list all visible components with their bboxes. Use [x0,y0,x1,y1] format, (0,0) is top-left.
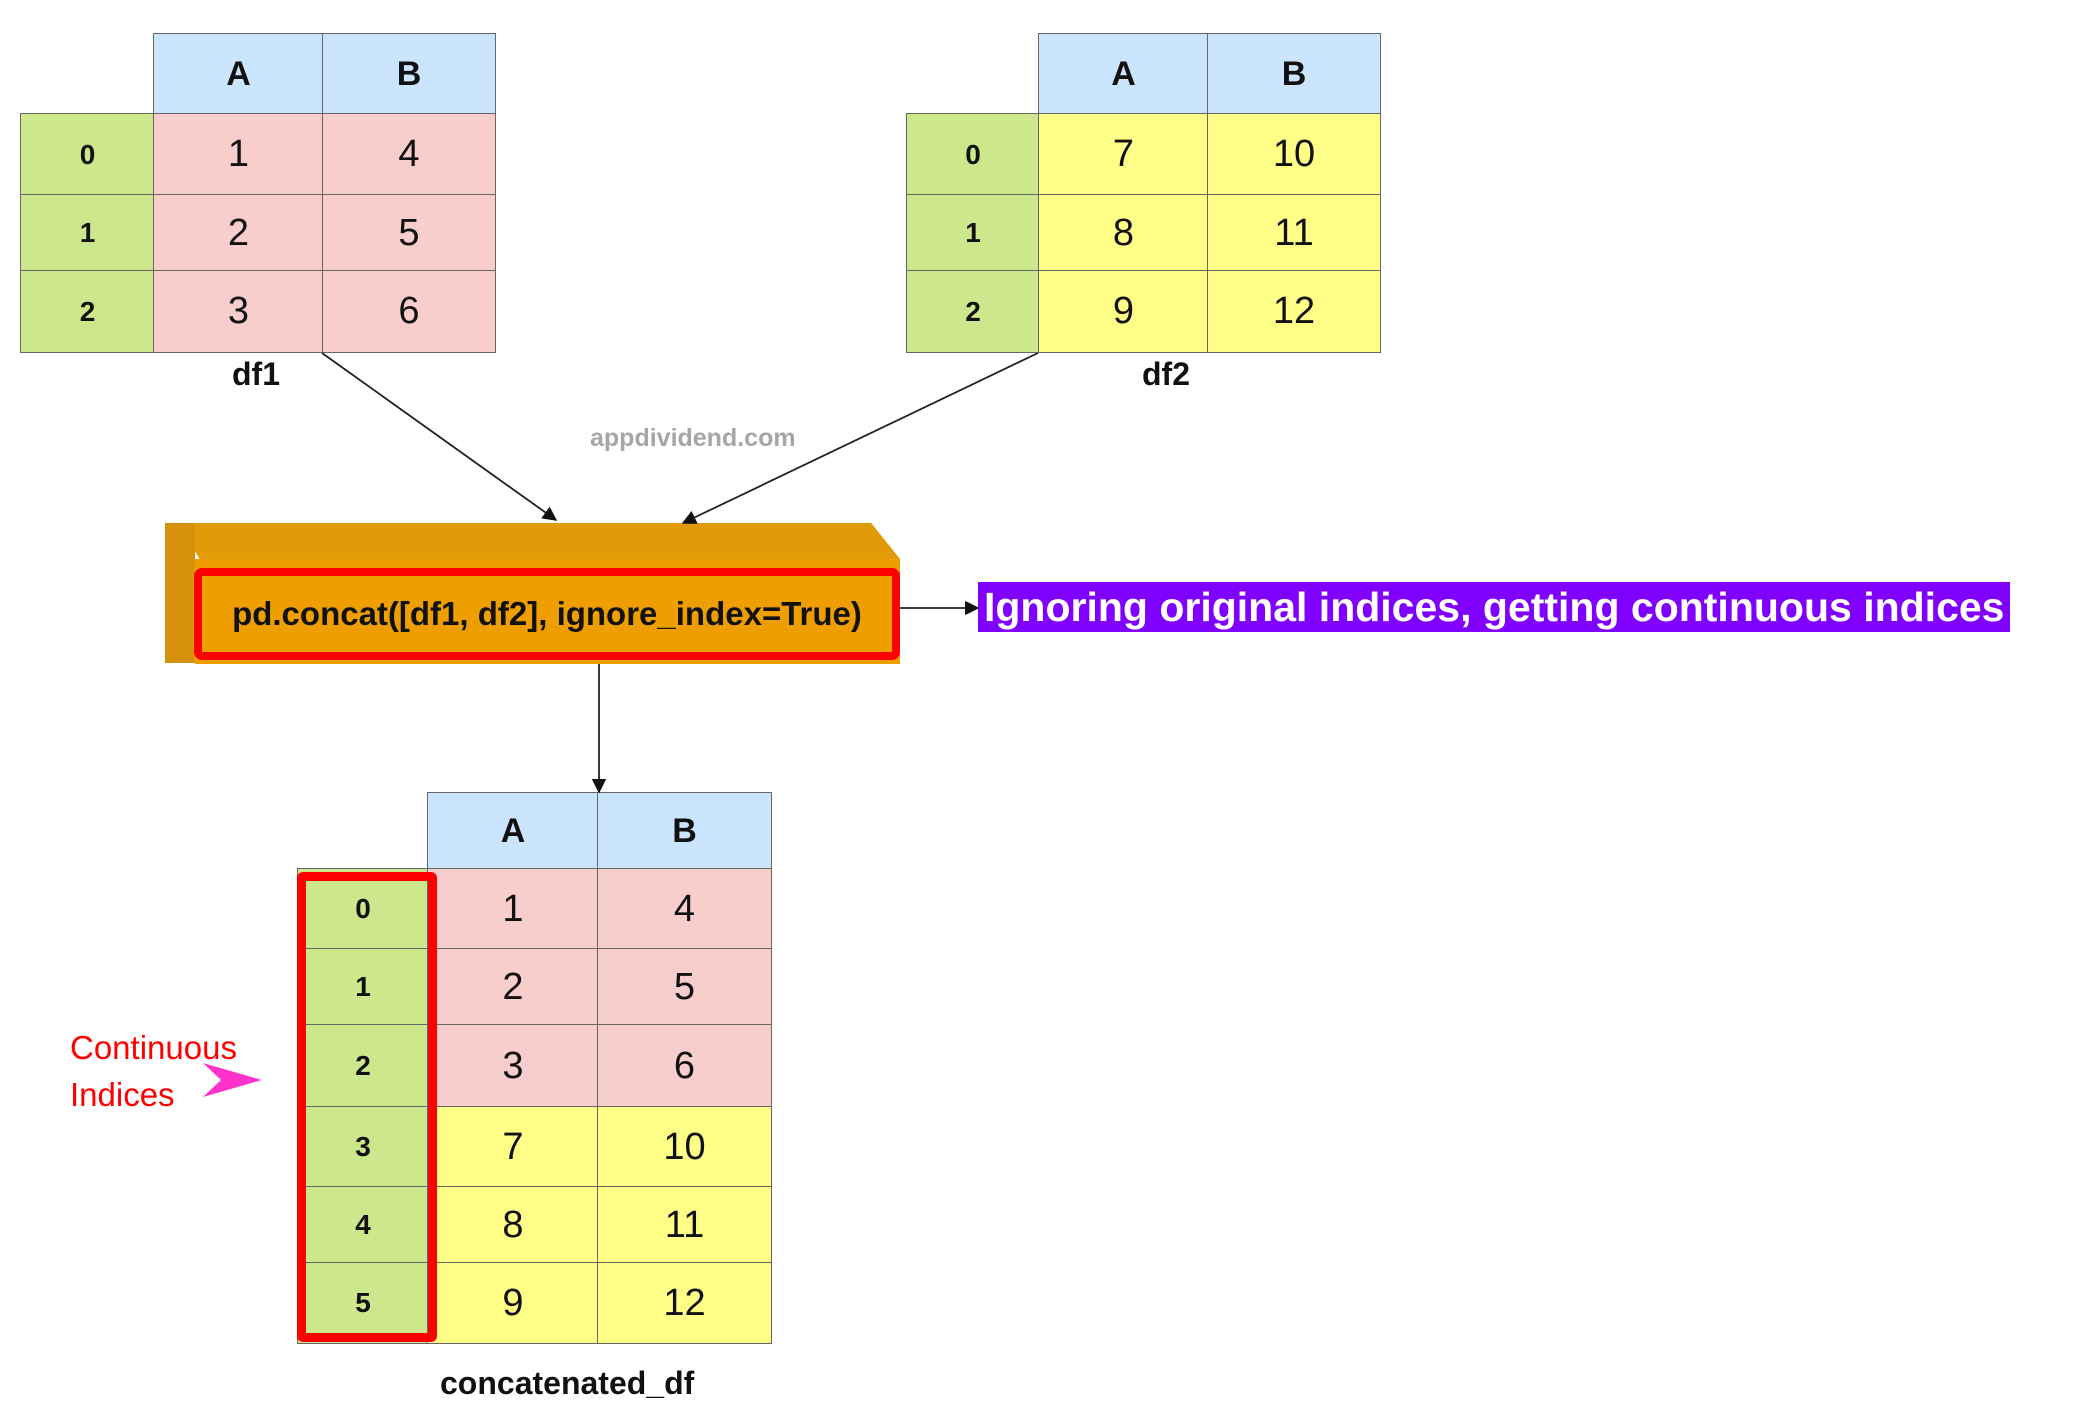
df1-cell: 6 [322,270,496,353]
df2-index-cell: 2 [906,270,1040,353]
watermark: appdividend.com [590,424,796,452]
df2-label: df2 [1142,356,1190,392]
magenta-arrow-icon [203,1063,262,1097]
operation-block-side [165,523,195,663]
df2-cell: 12 [1207,270,1381,353]
result-cell: 8 [427,1186,599,1264]
result-header-a: A [427,792,599,870]
df1-label: df1 [232,356,280,392]
df2-cell: 8 [1038,194,1209,272]
result-index-cell: 3 [297,1106,429,1188]
df2-arrow [681,352,1039,524]
df2-index-cell: 0 [906,113,1040,196]
annotation-line-1: Continuous [70,1029,237,1066]
continuous-indices-annotation: Continuous Indices [70,1024,237,1118]
df2-header-a: A [1038,33,1209,115]
result-cell: 10 [597,1106,772,1188]
df1-header-a: A [153,33,324,115]
result-index-cell: 1 [297,948,429,1026]
explanation-note: Ignoring original indices, getting conti… [978,582,2011,632]
result-cell: 11 [597,1186,772,1264]
result-cell: 5 [597,948,772,1026]
df1-cell: 5 [322,194,496,272]
df2-header-b: B [1207,33,1381,115]
result-cell: 12 [597,1262,772,1344]
result-cell: 3 [427,1024,599,1108]
concatenated-df-label: concatenated_df [440,1365,695,1401]
df2-cell: 7 [1038,113,1209,196]
df2-cell: 9 [1038,270,1209,353]
df2-cell: 10 [1207,113,1381,196]
result-cell: 6 [597,1024,772,1108]
result-index-cell: 5 [297,1262,429,1344]
result-cell: 1 [427,868,599,950]
df1-index-cell: 0 [20,113,155,196]
result-cell: 9 [427,1262,599,1344]
df2-cell: 11 [1207,194,1381,272]
annotation-line-2: Indices [70,1076,175,1113]
concat-code: pd.concat([df1, df2], ignore_index=True) [194,568,900,660]
operation-block-top [178,523,900,559]
result-header-b: B [597,792,772,870]
df1-cell: 2 [153,194,324,272]
result-index-cell: 0 [297,868,429,950]
df1-arrow [321,352,558,521]
df1-index-cell: 2 [20,270,155,353]
index-highlight-box [297,872,437,1342]
result-cell: 4 [597,868,772,950]
